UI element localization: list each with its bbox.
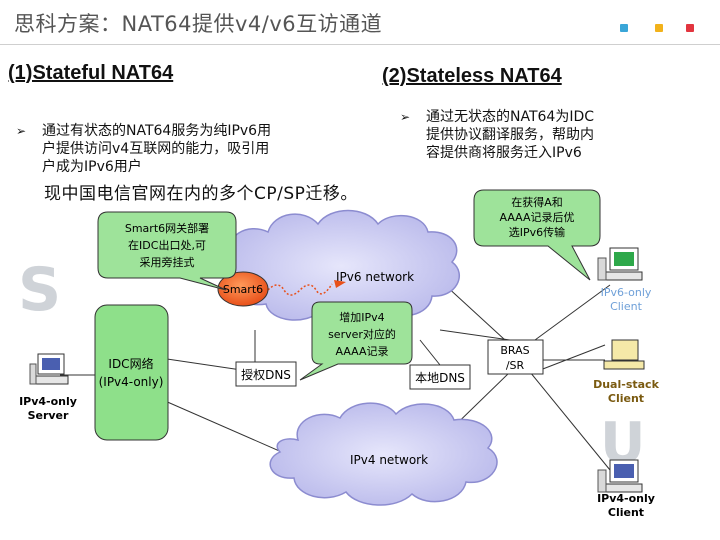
callout-bubble-prefer-ipv6 — [473, 189, 601, 281]
dual-stack-client-computer-icon — [603, 339, 645, 370]
smart6-node — [217, 271, 269, 307]
dual-client-line2: Client — [608, 392, 644, 405]
ipv4-client-computer-icon — [597, 459, 643, 493]
stateful-line-3: 户成为IPv6用户 — [42, 159, 142, 175]
auth-dns-box — [235, 361, 297, 387]
ipv6-network-label: IPv6 network — [336, 270, 414, 284]
stateful-line-2: 户提供访问v4互联网的能力，吸引用 — [42, 141, 270, 157]
callout-bubble-smart6 — [97, 211, 237, 291]
local-dns-label: 本地DNS — [415, 371, 465, 385]
bubble3-line2: AAAA记录后优 — [499, 211, 574, 224]
auth-dns-label: 授权DNS — [241, 367, 291, 382]
smart6-arrow — [267, 283, 333, 296]
local-dns-box — [409, 364, 471, 390]
stateless-line-2: 提供协议翻译服务，帮助内 — [426, 127, 594, 143]
bg-letter-s: S — [18, 255, 61, 325]
dual-client-line1: Dual-stack — [593, 378, 659, 391]
decor-dot-yellow — [655, 24, 663, 32]
bubble3-line1: 在获得A和 — [511, 196, 563, 209]
decor-dot-blue — [620, 24, 628, 32]
idc-label-line1: IDC网络 — [108, 356, 153, 371]
bubble2-line2: server对应的 — [328, 327, 396, 341]
stateless-line-3: 容提供商将服务迁入IPv6 — [426, 145, 582, 161]
decor-dot-red — [686, 24, 694, 32]
ipv6-client-line2: Client — [610, 300, 643, 313]
idc-network-box — [94, 304, 169, 441]
idc-label-line2: (IPv4-only) — [99, 375, 164, 389]
page-title: 思科方案：NAT64提供v4/v6互访通道 — [14, 12, 383, 36]
bubble1-line2: 在IDC出口处,可 — [128, 238, 206, 252]
bullet-arrow-icon: ➢ — [16, 124, 27, 138]
bras-sr-box — [487, 339, 544, 375]
ipv6-client-computer-icon — [597, 247, 643, 281]
stateful-heading: (1)Stateful NAT64 — [8, 62, 174, 84]
stateful-line-1: 通过有状态的NAT64服务为纯IPv6用 — [42, 123, 272, 139]
title-divider — [0, 44, 720, 45]
stateless-heading: (2)Stateless NAT64 — [382, 65, 562, 87]
ipv4-server-line2: Server — [28, 409, 69, 422]
callout-bubble-aaaa — [299, 301, 413, 381]
connection-lines — [60, 261, 611, 471]
stateless-line-1: 通过无状态的NAT64为IDC — [426, 109, 595, 125]
smart6-label: Smart6 — [223, 283, 263, 296]
stateful-bullet: ➢ 通过有状态的NAT64服务为纯IPv6用 户提供访问v4互联网的能力，吸引用… — [16, 122, 356, 178]
bubble1-line1: Smart6网关部署 — [125, 221, 209, 235]
ipv4-client-line1: IPv4-only — [597, 492, 655, 505]
smart6-arrow-head — [334, 280, 346, 288]
bras-label-line1: BRAS — [500, 344, 529, 357]
ipv6-cloud — [222, 209, 461, 323]
bubble1-line3: 采用旁挂式 — [140, 255, 195, 269]
server-computer-icon — [29, 353, 69, 385]
bubble2-line3: AAAA记录 — [335, 345, 388, 358]
stateless-bullet: ➢ 通过无状态的NAT64为IDC 提供协议翻译服务，帮助内 容提供商将服务迁入… — [400, 108, 700, 164]
ipv6-client-line1: IPv6-only — [601, 286, 652, 299]
ipv4-network-label: IPv4 network — [350, 453, 428, 467]
ipv4-client-line2: Client — [608, 506, 644, 519]
bubble3-line3: 选IPv6传输 — [509, 225, 565, 239]
ipv4-cloud — [269, 402, 498, 506]
migration-note: 现中国电信官网在内的多个CP/SP迁移。 — [44, 184, 358, 204]
bubble2-line1: 增加IPv4 — [339, 310, 384, 324]
bras-label-line2: /SR — [506, 359, 525, 372]
bullet-arrow-icon: ➢ — [400, 110, 411, 124]
ipv4-server-line1: IPv4-only — [19, 395, 77, 408]
